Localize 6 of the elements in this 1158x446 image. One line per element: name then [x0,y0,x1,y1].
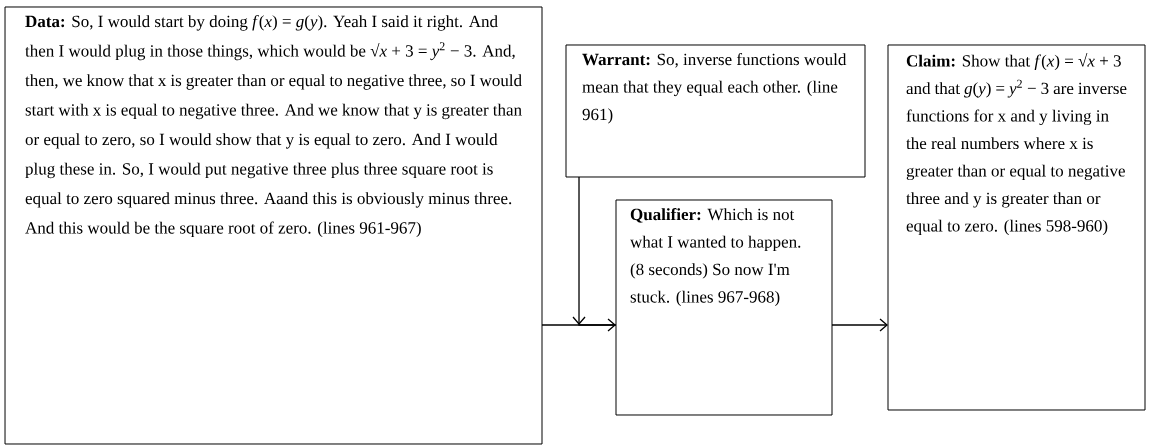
arrow [831,318,888,332]
text-box: Warrant: So, inverse functions would mean that they equal each other. (line 961) [565,44,866,178]
text-box: Claim: Show that f(x) = √x + 3 and that g(y) = y$^{2}$ − 3 are inverse functions for x and y living in the real numbers where x is greater than or equal to negative three and y is greater than or equal to zero. (lines 598-960) [887,44,1146,411]
arrow [541,318,616,332]
text-box: Data: So, I would start by doing f(x) = g(y). Yeah I said it right. And then I would plug in those things, which would be √x + 3 = y$^{2}$ − 3. And, then, we know that x is greater than or equal to negative three, so I would start with x is equal to negative three. And we know that y is greater than or equal to zero, so I would show that y is equal to zero. And I would plug these in. So, I would put negative three plus three square root is equal to zero squared minus three. Aaand this is obviously minus three. And this would be the square root of zero. (lines 961-967) [4,6,543,445]
text-box: Qualifier: Which is not what I wanted to happen. (8 seconds) So now I'm stuck. (lines 967-968) [615,199,833,416]
